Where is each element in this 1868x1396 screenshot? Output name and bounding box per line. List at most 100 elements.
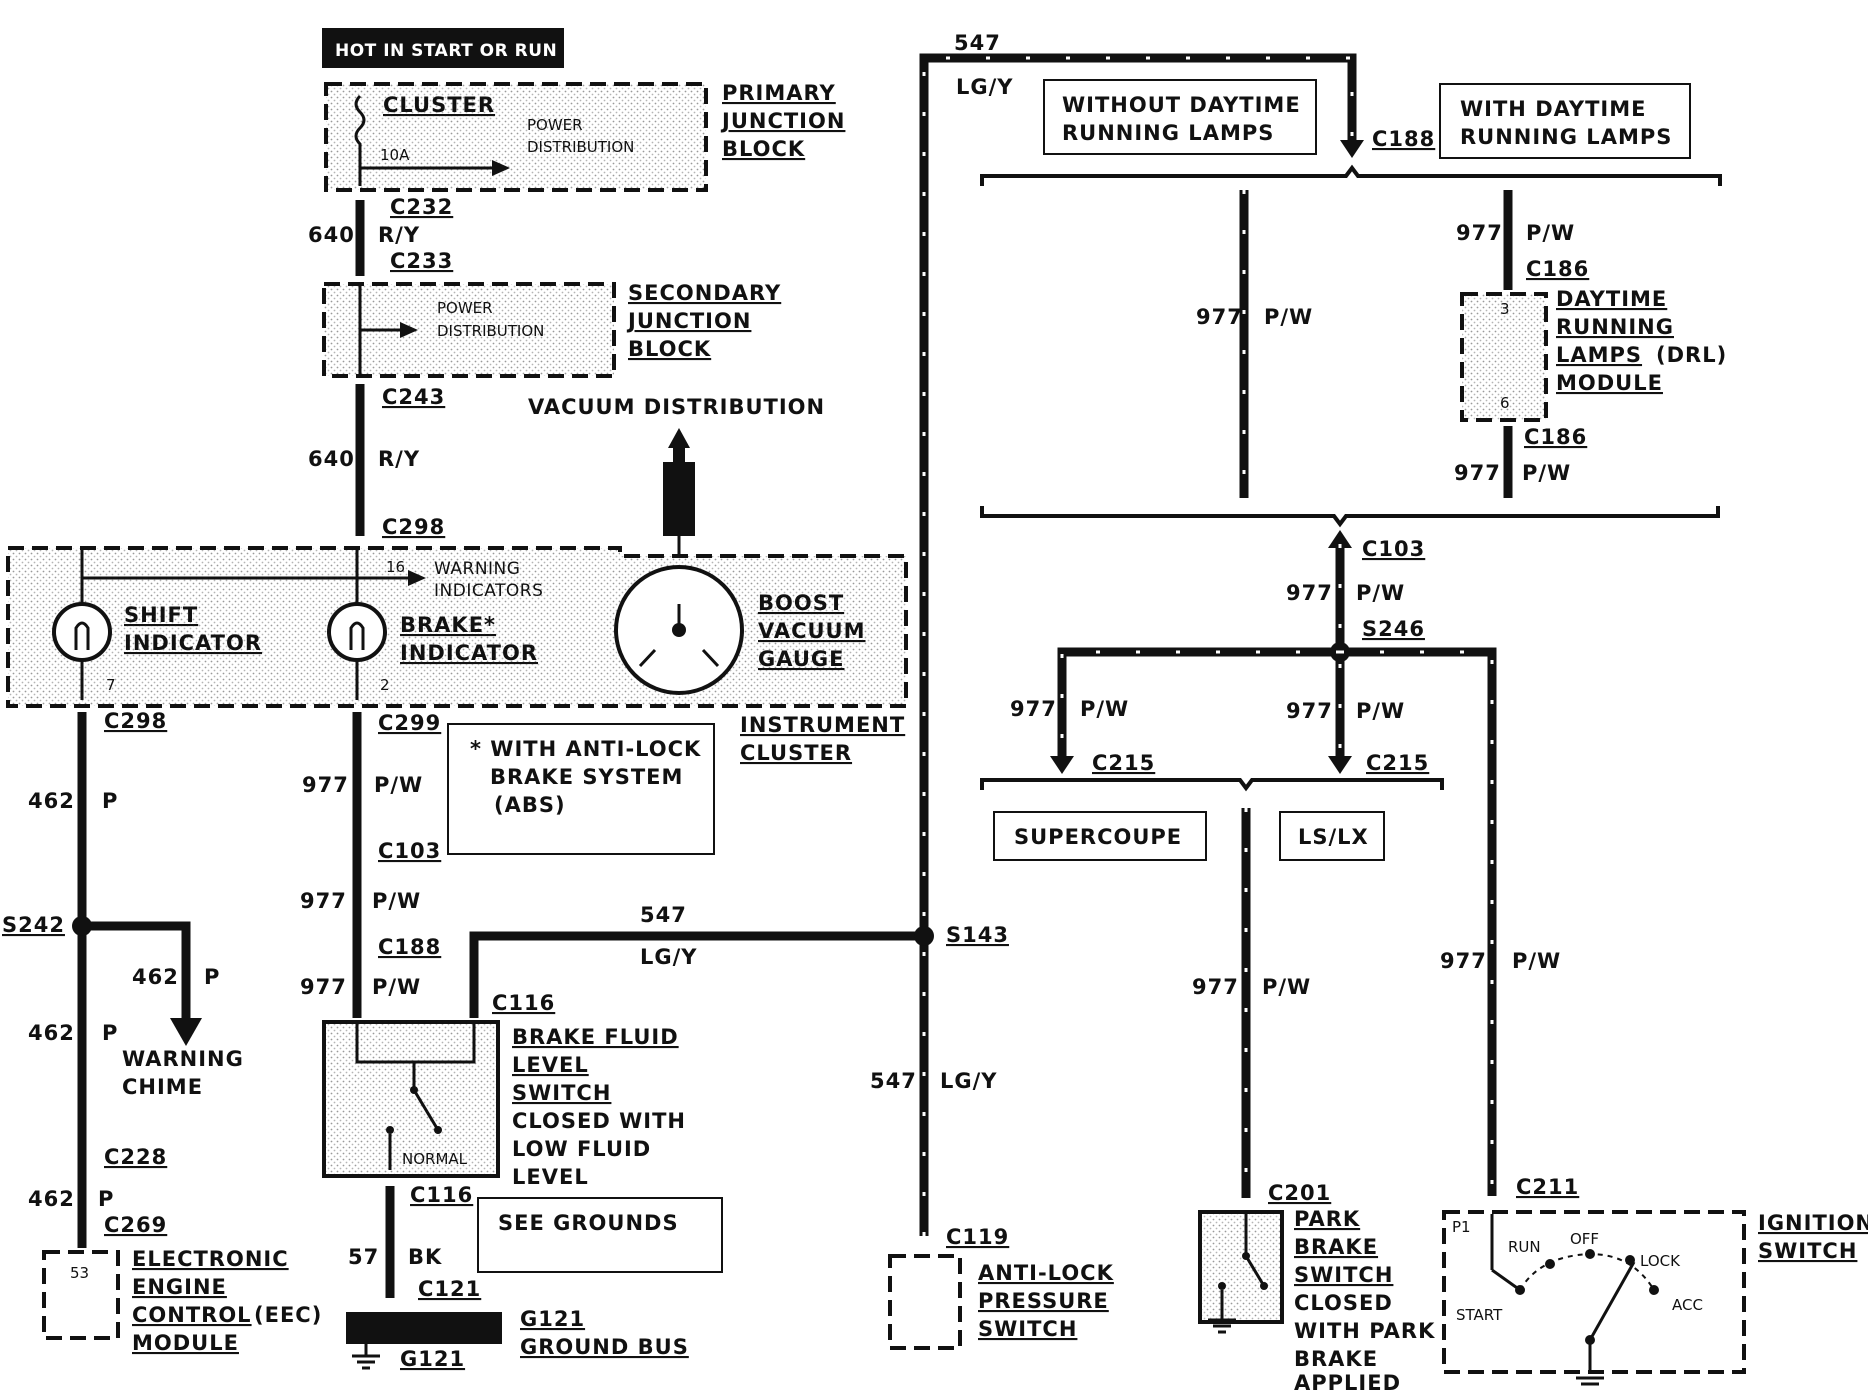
svg-text:977: 977 (1456, 221, 1503, 245)
svg-text:3: 3 (1500, 300, 1510, 318)
connector-c243: C243 (382, 385, 445, 409)
svg-text:LEVEL: LEVEL (512, 1053, 589, 1077)
svg-text:SUPERCOUPE: SUPERCOUPE (1014, 825, 1182, 849)
svg-text:INSTRUMENT: INSTRUMENT (740, 713, 905, 737)
svg-text:977: 977 (302, 773, 349, 797)
svg-text:977: 977 (1192, 975, 1239, 999)
svg-text:P/W: P/W (1356, 699, 1405, 723)
ground-icon (352, 1344, 380, 1370)
svg-text:ENGINE: ENGINE (132, 1275, 227, 1299)
svg-text:BOOST: BOOST (758, 591, 844, 615)
svg-text:977: 977 (1196, 305, 1243, 329)
connector-c215-left: C215 (1092, 751, 1155, 775)
svg-text:POWER: POWER (437, 299, 493, 317)
svg-text:NORMAL: NORMAL (402, 1150, 468, 1168)
svg-text:462: 462 (28, 789, 75, 813)
svg-text:(ABS): (ABS) (494, 793, 566, 817)
svg-text:977: 977 (1454, 461, 1501, 485)
svg-text:BLOCK: BLOCK (722, 137, 805, 161)
with-drl-box: WITH DAYTIME RUNNING LAMPS (1439, 83, 1691, 159)
connector-c116-top: C116 (492, 991, 555, 1015)
svg-text:IGNITION: IGNITION (1758, 1211, 1868, 1235)
svg-text:HOT IN START OR RUN: HOT IN START OR RUN (335, 41, 557, 61)
svg-text:MODULE: MODULE (1556, 371, 1663, 395)
svg-text:P/W: P/W (1262, 975, 1311, 999)
brake-indicator-lamp-icon (327, 602, 387, 662)
svg-text:P: P (204, 965, 220, 989)
svg-text:SHIFT: SHIFT (124, 603, 198, 627)
svg-text:PRIMARY: PRIMARY (722, 81, 836, 105)
svg-text:PARK: PARK (1294, 1207, 1360, 1231)
svg-text:BLOCK: BLOCK (628, 337, 711, 361)
svg-text:640: 640 (308, 447, 355, 471)
svg-text:VACUUM: VACUUM (758, 619, 866, 643)
svg-text:P/W: P/W (1526, 221, 1575, 245)
svg-text:ELECTRONIC: ELECTRONIC (132, 1247, 289, 1271)
svg-text:RUNNING: RUNNING (1556, 315, 1674, 339)
svg-text:547: 547 (954, 31, 1001, 55)
svg-text:LG/Y: LG/Y (940, 1069, 998, 1093)
svg-text:57: 57 (348, 1245, 379, 1269)
svg-text:P/W: P/W (374, 773, 423, 797)
svg-text:P/W: P/W (372, 975, 421, 999)
svg-text:R/Y: R/Y (378, 447, 420, 471)
svg-text:DISTRIBUTION: DISTRIBUTION (527, 138, 634, 156)
svg-text:6: 6 (1500, 394, 1510, 412)
svg-text:LS/LX: LS/LX (1298, 825, 1369, 849)
svg-text:2: 2 (380, 676, 390, 694)
svg-text:LG/Y: LG/Y (640, 945, 698, 969)
svg-text:LEVEL: LEVEL (512, 1165, 589, 1189)
svg-text:CLOSED: CLOSED (1294, 1291, 1393, 1315)
svg-text:P: P (102, 1021, 118, 1045)
connector-c116-bottom: C116 (410, 1183, 473, 1207)
svg-text:977: 977 (1440, 949, 1487, 973)
svg-text:977: 977 (300, 889, 347, 913)
svg-text:LOCK: LOCK (1640, 1252, 1681, 1270)
svg-text:* WITH ANTI-LOCK: * WITH ANTI-LOCK (470, 737, 701, 761)
vacuum-distribution-label: VACUUM DISTRIBUTION (528, 395, 825, 419)
svg-text:INDICATORS: INDICATORS (434, 581, 543, 601)
drl-module: 3 6 DAYTIME RUNNING LAMPS (DRL) MODULE (1460, 287, 1726, 422)
connector-c233: C233 (390, 249, 453, 273)
svg-text:WITH DAYTIME: WITH DAYTIME (1460, 97, 1646, 121)
svg-text:P/W: P/W (1080, 697, 1129, 721)
svg-text:WARNING: WARNING (434, 559, 520, 579)
eec-module: 53 ELECTRONIC ENGINE CONTROL (EEC) MODUL… (42, 1247, 321, 1355)
hot-in-start-or-run-banner: HOT IN START OR RUN (322, 28, 564, 68)
svg-text:INDICATOR: INDICATOR (124, 631, 262, 655)
svg-text:P/W: P/W (1264, 305, 1313, 329)
connector-c121: C121 (418, 1277, 481, 1301)
svg-text:CLOSED WITH: CLOSED WITH (512, 1109, 686, 1133)
svg-text:S246: S246 (1362, 617, 1425, 641)
svg-text:CLUSTER: CLUSTER (740, 741, 852, 765)
svg-text:547: 547 (640, 903, 687, 927)
svg-text:ANTI-LOCK: ANTI-LOCK (978, 1261, 1114, 1285)
svg-text:WITHOUT DAYTIME: WITHOUT DAYTIME (1062, 93, 1301, 117)
connector-c298-top: C298 (382, 515, 445, 539)
svg-text:53: 53 (70, 1264, 89, 1282)
svg-text:OFF: OFF (1570, 1230, 1599, 1248)
svg-text:WARNING: WARNING (122, 1047, 244, 1071)
connector-c201: C201 (1268, 1181, 1331, 1205)
svg-text:462: 462 (132, 965, 179, 989)
svg-text:PRESSURE: PRESSURE (978, 1289, 1109, 1313)
connector-c188-right: C188 (1372, 127, 1435, 151)
svg-text:SWITCH: SWITCH (978, 1317, 1077, 1341)
connector-c211: C211 (1516, 1175, 1579, 1199)
brake-fluid-level-switch: NORMAL BRAKE FLUID LEVEL SWITCH CLOSED W… (322, 1020, 686, 1189)
svg-text:LOW FLUID: LOW FLUID (512, 1137, 651, 1161)
svg-text:P/W: P/W (372, 889, 421, 913)
svg-text:GROUND BUS: GROUND BUS (520, 1335, 689, 1359)
svg-text:BRAKE: BRAKE (1294, 1347, 1378, 1371)
fuse-cluster-label: CLUSTER (383, 93, 495, 117)
connector-c232: C232 (390, 195, 453, 219)
without-drl-box: WITHOUT DAYTIME RUNNING LAMPS (1043, 79, 1317, 155)
svg-text:G121: G121 (400, 1347, 465, 1371)
connector-c103-left: C103 (378, 839, 441, 863)
svg-text:LG/Y: LG/Y (956, 75, 1014, 99)
fuse-rating: 10A (380, 146, 410, 164)
model-variant-bracket (980, 778, 1444, 792)
svg-text:P/W: P/W (1522, 461, 1571, 485)
svg-text:RUNNING LAMPS: RUNNING LAMPS (1460, 125, 1672, 149)
